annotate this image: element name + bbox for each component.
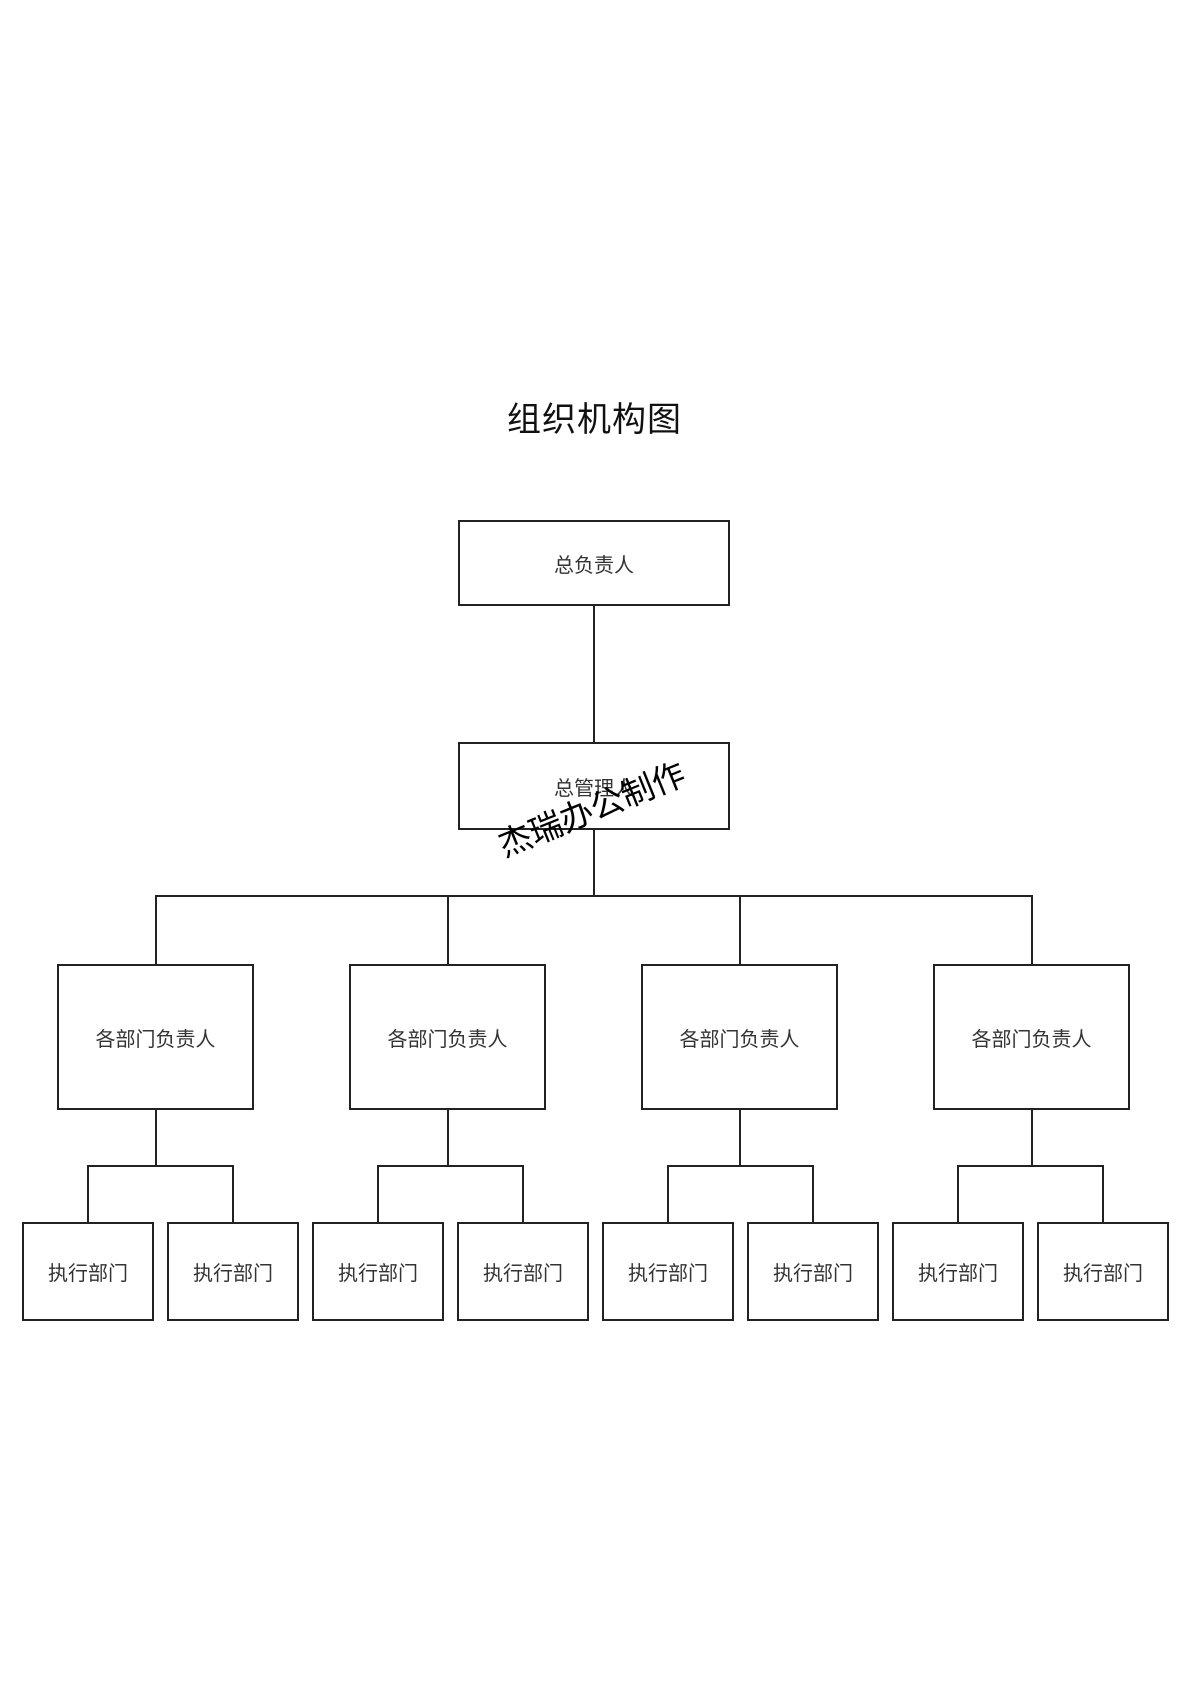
connector-manager-down xyxy=(593,828,595,895)
connector-dept-3-down xyxy=(739,1108,741,1165)
connector-dept-4-down xyxy=(1031,1108,1033,1165)
connector-dept-2-unit-1 xyxy=(377,1165,379,1223)
connector-dept-2-unit-2 xyxy=(522,1165,524,1223)
connector-dept-1-up xyxy=(155,895,157,965)
page-title: 组织机构图 xyxy=(507,400,682,440)
connector-root-to-manager xyxy=(593,604,595,742)
connector-departments-horizontal xyxy=(155,895,1033,897)
connector-dept-2-down xyxy=(447,1108,449,1165)
node-department-head-3: 各部门负责人 xyxy=(641,964,838,1110)
node-execution-unit-1-2: 执行部门 xyxy=(167,1222,299,1321)
connector-dept-2-units-horizontal xyxy=(377,1165,524,1167)
node-general-manager: 总管理人 xyxy=(458,742,730,830)
node-execution-unit-2-2: 执行部门 xyxy=(457,1222,589,1321)
node-department-head-4: 各部门负责人 xyxy=(933,964,1130,1110)
connector-dept-1-units-horizontal xyxy=(87,1165,234,1167)
connector-dept-3-up xyxy=(739,895,741,965)
node-execution-unit-4-2: 执行部门 xyxy=(1037,1222,1169,1321)
connector-dept-4-unit-2 xyxy=(1102,1165,1104,1223)
node-department-head-1: 各部门负责人 xyxy=(57,964,254,1110)
connector-dept-3-unit-2 xyxy=(812,1165,814,1223)
node-department-head-2: 各部门负责人 xyxy=(349,964,546,1110)
connector-dept-3-units-horizontal xyxy=(667,1165,814,1167)
connector-dept-1-down xyxy=(155,1108,157,1165)
connector-dept-4-units-horizontal xyxy=(957,1165,1104,1167)
node-execution-unit-1-1: 执行部门 xyxy=(22,1222,154,1321)
node-execution-unit-3-2: 执行部门 xyxy=(747,1222,879,1321)
connector-dept-1-unit-1 xyxy=(87,1165,89,1223)
node-execution-unit-2-1: 执行部门 xyxy=(312,1222,444,1321)
node-execution-unit-4-1: 执行部门 xyxy=(892,1222,1024,1321)
connector-dept-1-unit-2 xyxy=(232,1165,234,1223)
node-general-head: 总负责人 xyxy=(458,520,730,606)
connector-dept-2-up xyxy=(447,895,449,965)
connector-dept-4-unit-1 xyxy=(957,1165,959,1223)
connector-dept-4-up xyxy=(1031,895,1033,965)
node-execution-unit-3-1: 执行部门 xyxy=(602,1222,734,1321)
connector-dept-3-unit-1 xyxy=(667,1165,669,1223)
